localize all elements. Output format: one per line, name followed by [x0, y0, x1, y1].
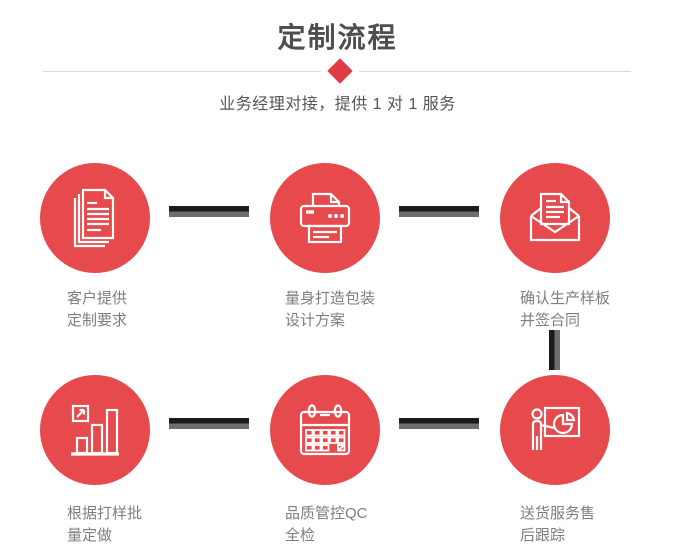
connector-horizontal	[169, 418, 249, 429]
step-label-line: 品质管控QC	[285, 505, 368, 522]
step-label-line: 后跟踪	[520, 527, 566, 544]
step-label-line: 设计方案	[285, 312, 346, 329]
diamond-icon	[327, 58, 353, 84]
step-label-line: 量身打造包装	[285, 290, 376, 307]
step-label-line: 客户提供	[67, 290, 128, 307]
step-circle	[500, 163, 610, 273]
step-label-line: 定制要求	[67, 312, 128, 329]
open-envelope-icon	[529, 192, 581, 242]
connector-horizontal	[399, 206, 479, 217]
step-label-line: 量定做	[67, 527, 113, 544]
step-circle	[40, 163, 150, 273]
connector-vertical	[549, 330, 560, 370]
step-label-line: 根据打样批	[67, 505, 143, 522]
step-label: 根据打样批 量定做	[67, 503, 237, 547]
bar-chart-icon	[71, 404, 119, 456]
step-circle	[500, 375, 610, 485]
printer-icon	[299, 192, 351, 244]
step-label-line: 送货服务售	[520, 505, 596, 522]
step-label: 确认生产样板 并签合同	[520, 288, 675, 332]
step-label: 客户提供 定制要求	[67, 288, 237, 332]
step-circle	[270, 375, 380, 485]
step-circle	[40, 375, 150, 485]
presentation-chart-icon	[531, 406, 581, 450]
connector-horizontal	[169, 206, 249, 217]
documents-icon	[73, 188, 115, 248]
calendar-icon	[299, 404, 351, 456]
connector-horizontal	[399, 418, 479, 429]
step-label-line: 并签合同	[520, 312, 581, 329]
step-label: 送货服务售 后跟踪	[520, 503, 675, 547]
step-label-line: 全检	[285, 527, 316, 544]
page-subtitle: 业务经理对接，提供 1 对 1 服务	[219, 96, 456, 113]
step-label-line: 确认生产样板	[520, 290, 611, 307]
step-circle	[270, 163, 380, 273]
step-label: 量身打造包装 设计方案	[285, 288, 455, 332]
step-label: 品质管控QC 全检	[285, 503, 455, 547]
page-title: 定制流程	[277, 22, 398, 53]
